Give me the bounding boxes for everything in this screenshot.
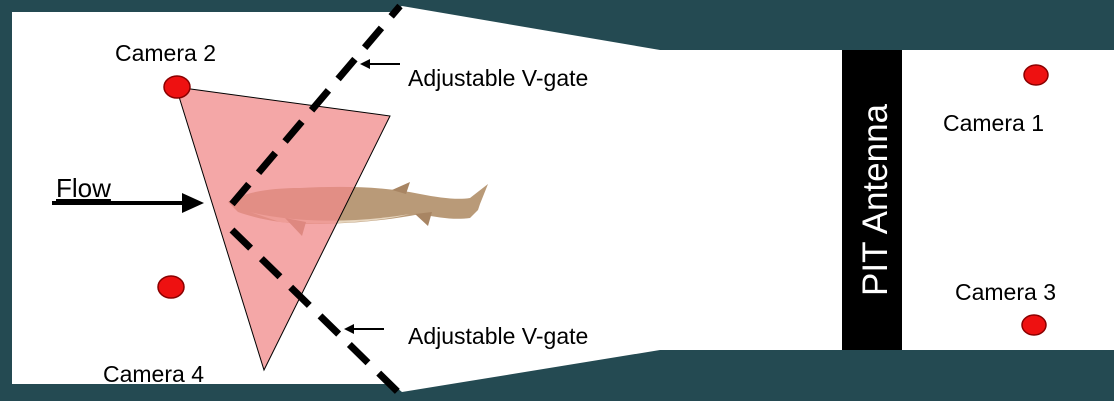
camera-2-marker bbox=[164, 76, 190, 98]
pit-antenna-label: PIT Antenna bbox=[856, 103, 895, 296]
gate-top-label: Adjustable V-gate bbox=[408, 65, 588, 91]
flow-label: Flow bbox=[56, 173, 111, 203]
camera-3-label: Camera 3 bbox=[955, 279, 1056, 305]
camera-1-label: Camera 1 bbox=[943, 110, 1044, 136]
camera-1-marker bbox=[1024, 65, 1048, 85]
gate-bottom-label: Adjustable V-gate bbox=[408, 323, 588, 349]
camera-4-marker bbox=[158, 276, 184, 298]
camera-3-marker bbox=[1022, 315, 1046, 335]
camera-4-label: Camera 4 bbox=[103, 361, 204, 387]
camera-2-label: Camera 2 bbox=[115, 40, 216, 66]
